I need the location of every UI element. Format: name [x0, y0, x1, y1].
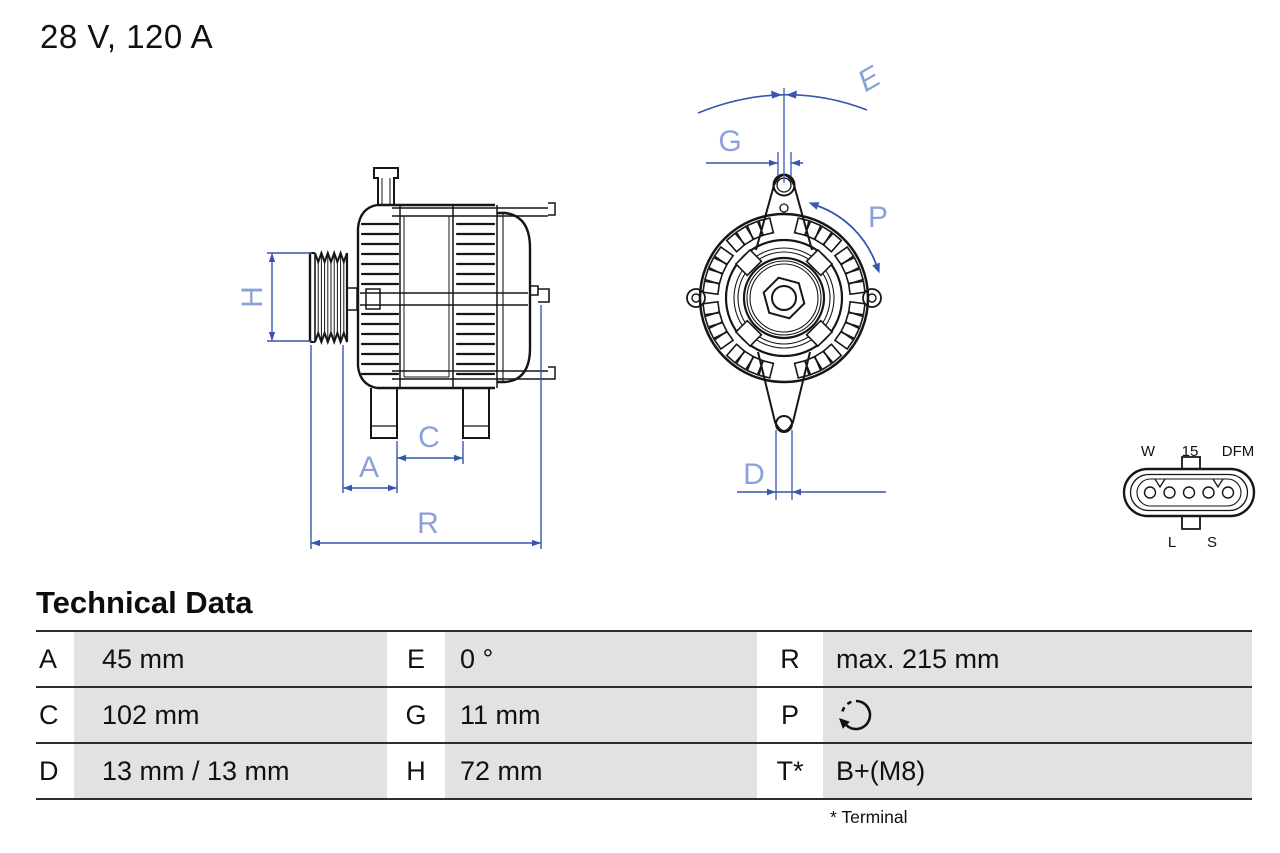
param-value-a: 45 mm: [74, 632, 387, 686]
param-key-g: G: [387, 688, 445, 742]
param-key-c: C: [36, 688, 74, 742]
terminal-footnote: * Terminal: [830, 807, 908, 827]
side-ears: [686, 288, 882, 308]
table-row: D 13 mm / 13 mm H 72 mm T* B+(M8): [36, 742, 1252, 798]
technical-data-section: Technical Data A 45 mm E 0 ° R max. 215 …: [36, 584, 1252, 828]
param-value-g: 11 mm: [445, 688, 757, 742]
dim-label-c: C: [418, 421, 440, 454]
param-key-e: E: [387, 632, 445, 686]
param-key-a: A: [36, 632, 74, 686]
dim-label-d: D: [743, 458, 765, 491]
page-title: 28 V, 120 A: [40, 18, 214, 55]
param-value-r: max. 215 mm: [823, 632, 1252, 686]
connector-pin-label-dfm: DFM: [1222, 443, 1255, 460]
dim-label-g: G: [718, 125, 741, 158]
param-value-h: 72 mm: [445, 744, 757, 798]
connector-pin-label-s: S: [1207, 534, 1217, 551]
side-view-drawing: [308, 167, 556, 439]
alternator-body-side: [356, 167, 556, 439]
technical-data-table: A 45 mm E 0 ° R max. 215 mm C 102 mm G 1…: [36, 630, 1252, 800]
param-key-r: R: [757, 632, 823, 686]
table-row: C 102 mm G 11 mm P: [36, 686, 1252, 742]
param-key-h: H: [387, 744, 445, 798]
technical-drawing: H A C R: [236, 59, 1256, 551]
param-value-t: B+(M8): [823, 744, 1252, 798]
technical-data-heading: Technical Data: [36, 585, 253, 620]
top-mounting-lug: [755, 173, 813, 251]
param-value-e: 0 °: [445, 632, 757, 686]
param-key-t: T*: [757, 744, 823, 798]
param-key-p: P: [757, 688, 823, 742]
param-value-p: [823, 688, 1252, 742]
dim-label-h: H: [236, 286, 269, 308]
connector-pin-label-w: W: [1141, 443, 1156, 460]
dim-label-e: E: [852, 59, 887, 98]
connector-pin-label-l: L: [1168, 534, 1176, 551]
shaft-nut-hexagon: [762, 276, 806, 320]
clockwise-rotation-icon: [839, 699, 872, 731]
connector-diagram: W 15 DFM L S: [1122, 443, 1256, 551]
param-key-d: D: [36, 744, 74, 798]
front-view-drawing: [686, 173, 882, 433]
table-row: A 45 mm E 0 ° R max. 215 mm: [36, 630, 1252, 686]
connector-pin-label-15: 15: [1182, 443, 1199, 460]
side-view-dimensions: H A C R: [236, 252, 542, 549]
param-value-d: 13 mm / 13 mm: [74, 744, 387, 798]
dim-label-a: A: [359, 451, 379, 484]
front-view-dimensions: E G P D: [697, 59, 888, 500]
vent-slots: [702, 217, 866, 379]
stator-tabs: [734, 248, 834, 348]
dim-label-r: R: [417, 507, 439, 540]
pulley: [308, 250, 358, 345]
param-value-c: 102 mm: [74, 688, 387, 742]
dim-label-p: P: [868, 201, 888, 234]
bottom-mounting-lug: [757, 351, 811, 433]
